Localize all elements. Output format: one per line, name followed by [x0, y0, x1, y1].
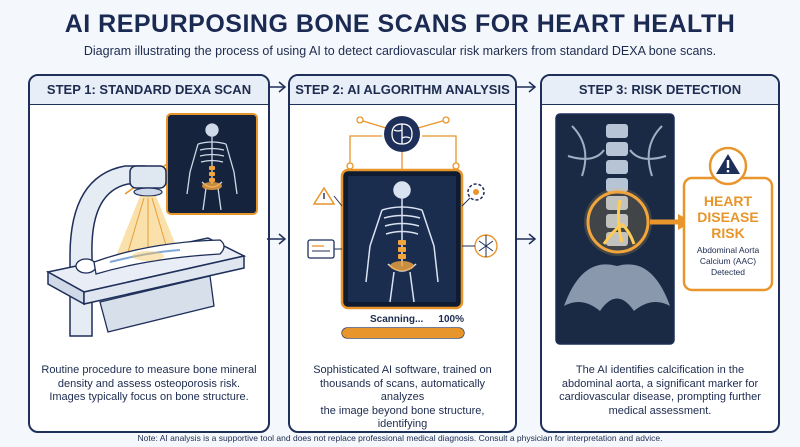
- risk-detail-line1: Abdominal Aorta: [697, 245, 760, 255]
- step-1-panel: STEP 1: STANDARD DEXA SCAN: [28, 74, 270, 433]
- progress-fill: [342, 328, 464, 338]
- footnote: Note: AI analysis is a supportive tool a…: [137, 433, 663, 443]
- step-3-description: The AI identifies calcification in the a…: [559, 364, 761, 417]
- network-icon: [474, 234, 498, 258]
- code-window-icon: [307, 239, 335, 259]
- progress-indicator: Scanning... 100%: [341, 314, 465, 339]
- step-1-heading: STEP 1: STANDARD DEXA SCAN: [30, 76, 268, 105]
- progress-label: Scanning...: [370, 314, 424, 325]
- risk-title-line3: RISK: [711, 225, 744, 241]
- warning-icon: [312, 186, 336, 205]
- arrow-right-icon: [515, 233, 537, 245]
- abdominal-xray: [555, 113, 675, 345]
- risk-alert-card: HEART DISEASE RISK Abdominal Aorta Calci…: [682, 146, 774, 292]
- step-2-heading: STEP 2: AI ALGORITHM ANALYSIS: [290, 76, 515, 105]
- ai-analysis-illustration: Scanning... 100%: [307, 116, 498, 339]
- page-subtitle: Diagram illustrating the process of usin…: [83, 44, 717, 58]
- step-1-description: Routine procedure to measure bone minera…: [41, 364, 257, 403]
- scan-table: [45, 237, 247, 333]
- arrow-right-icon: [269, 81, 287, 93]
- arrow-right-icon: [267, 233, 287, 245]
- risk-detection-illustration: HEART DISEASE RISK Abdominal Aorta Calci…: [555, 113, 774, 345]
- brain-icon: [384, 116, 420, 152]
- page-title: AI REPURPOSING BONE SCANS FOR HEART HEAL…: [64, 10, 736, 38]
- dexa-scanner-illustration: [45, 113, 258, 337]
- risk-detail-line3: Detected: [711, 267, 745, 277]
- step-2-description: Sophisticated AI software, trained on th…: [313, 364, 492, 430]
- skeleton-xray-inset: [166, 113, 258, 215]
- step-3-heading: STEP 3: RISK DETECTION: [542, 76, 778, 105]
- risk-title-line2: DISEASE: [697, 209, 758, 225]
- warning-icon: [708, 146, 748, 186]
- step-2-panel: STEP 2: AI ALGORITHM ANALYSIS: [288, 74, 517, 433]
- gear-icon: [467, 183, 485, 201]
- risk-detail-line2: Calcium (AAC): [700, 256, 756, 266]
- arrow-right-icon: [517, 81, 537, 93]
- risk-title-line1: HEART: [704, 193, 753, 209]
- ai-scan-frame: [340, 168, 464, 310]
- step-3-panel: STEP 3: RISK DETECTION: [540, 74, 780, 433]
- progress-value: 100%: [438, 314, 464, 325]
